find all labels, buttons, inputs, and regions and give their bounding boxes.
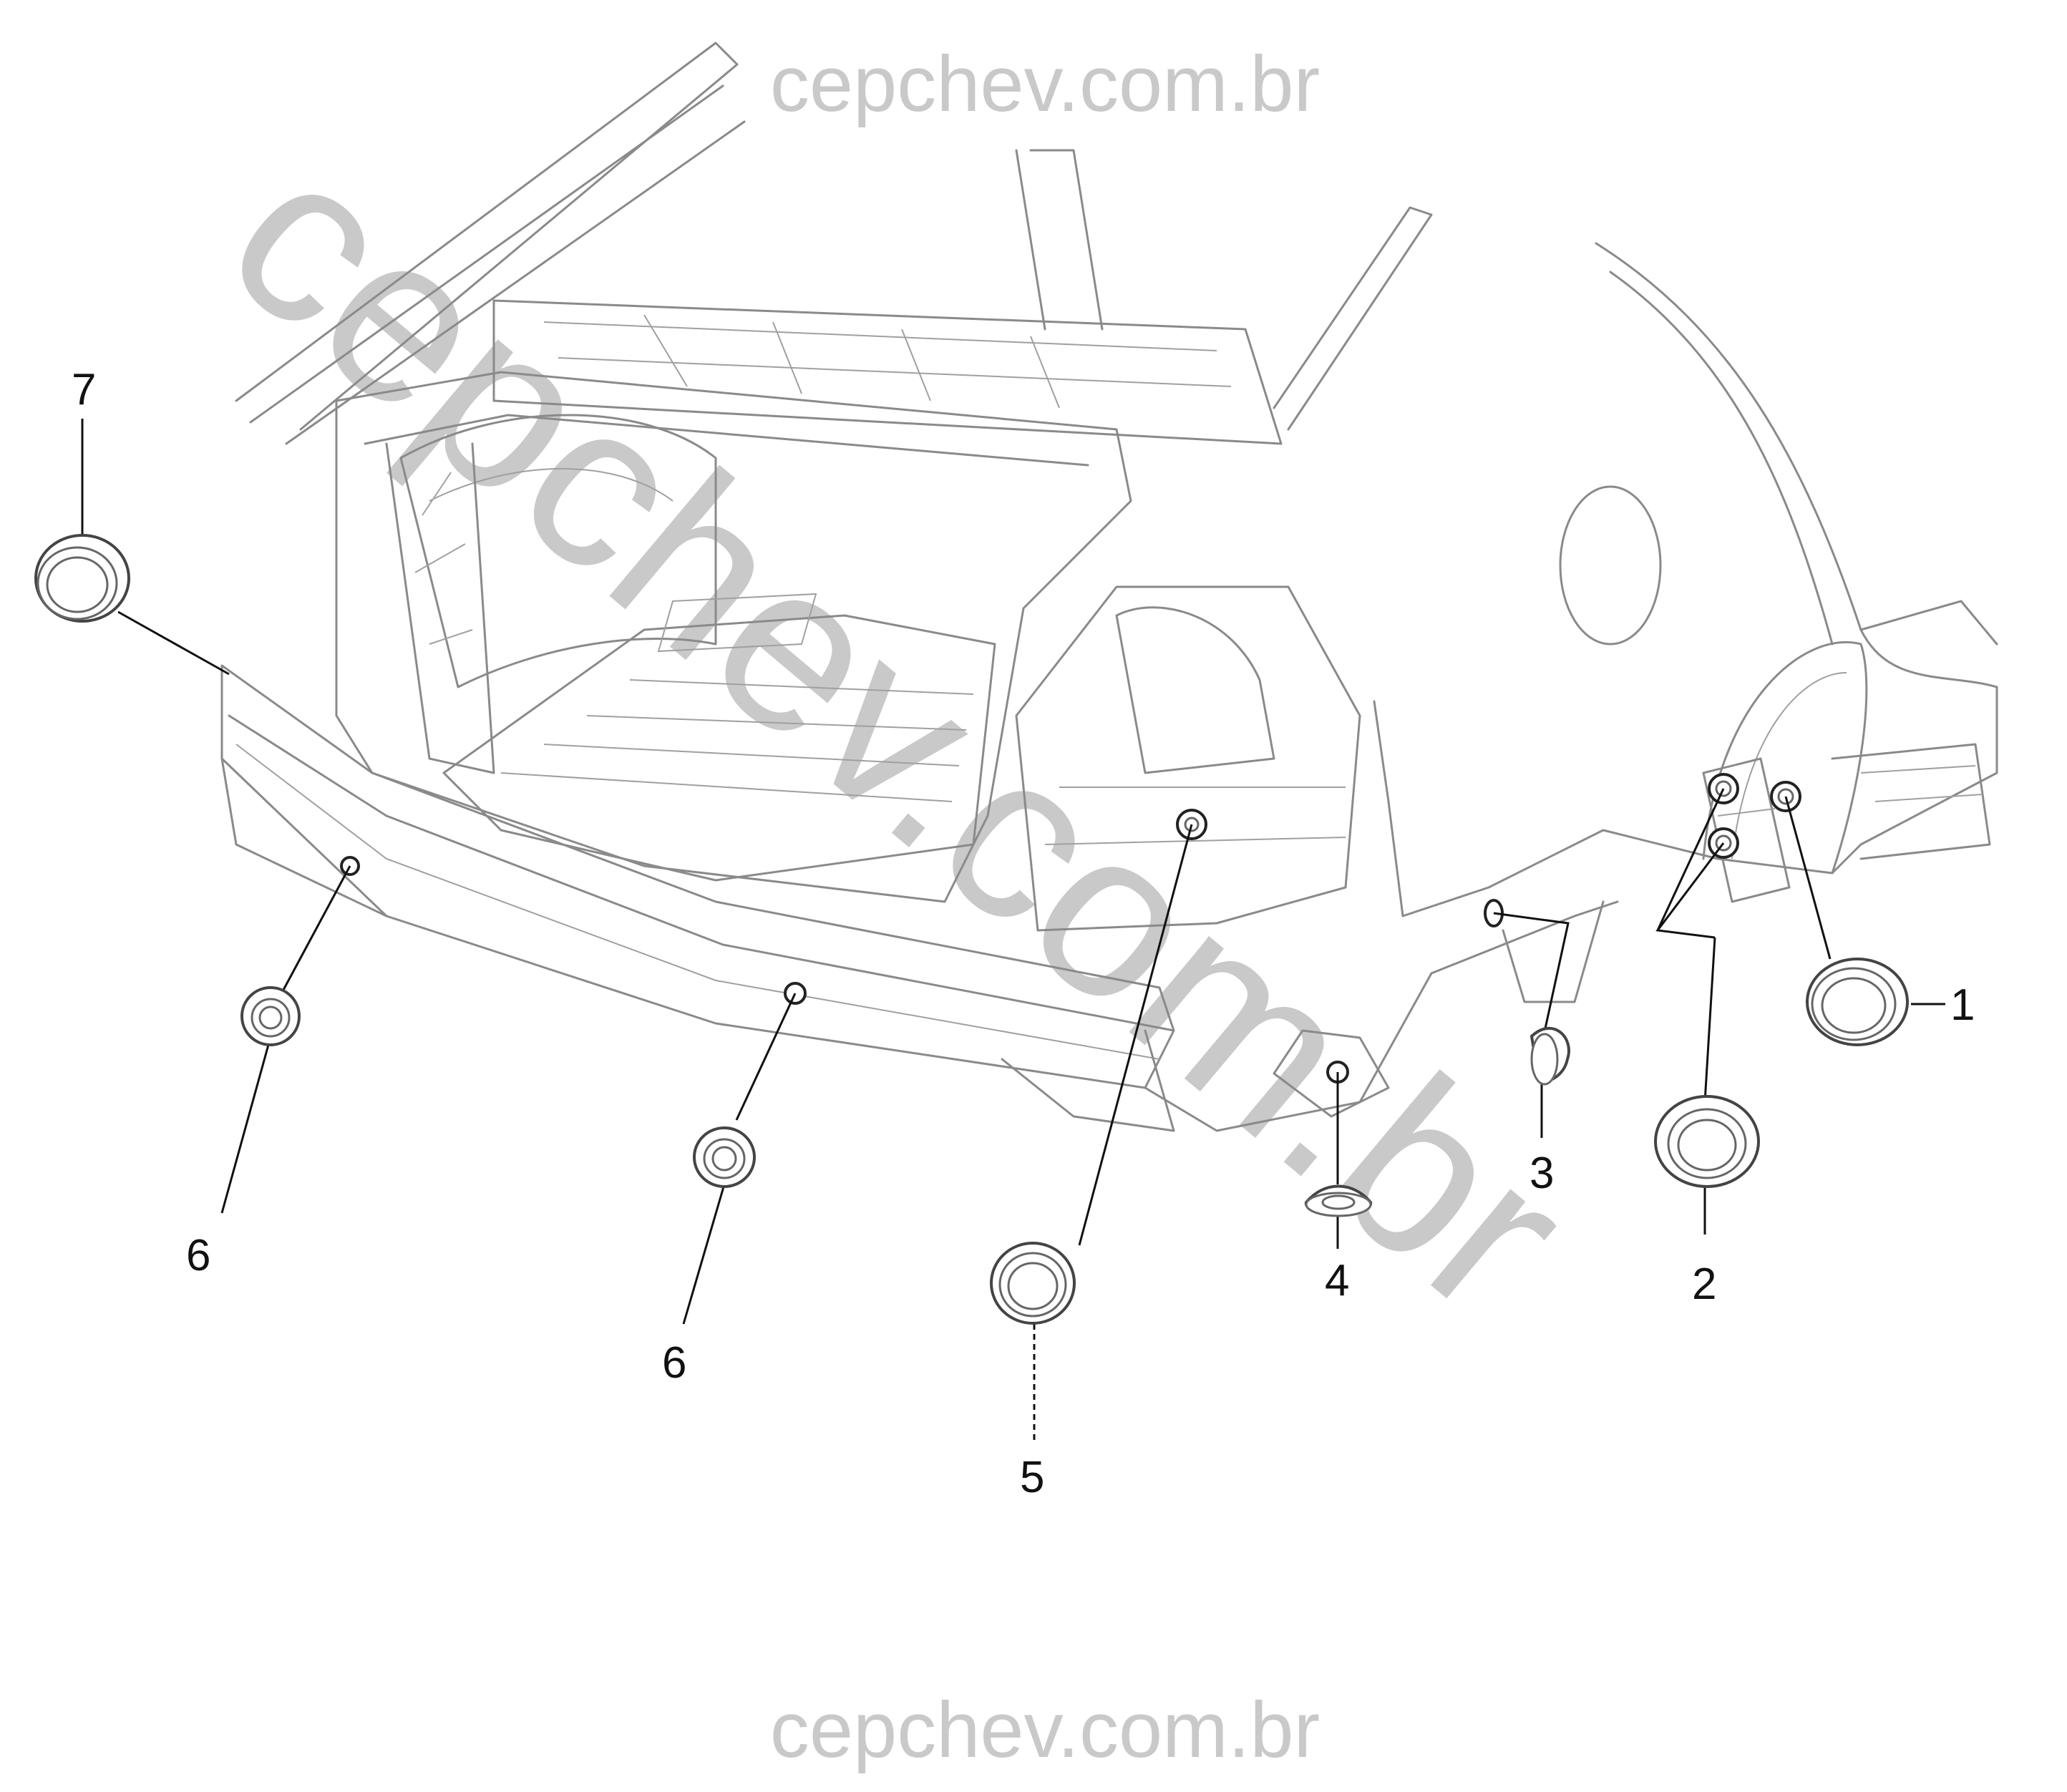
leader-3	[1493, 912, 1570, 1046]
callout-1: 1	[1950, 980, 1975, 1030]
leader-6b	[735, 993, 797, 1121]
watermark-bottom: cepchev.com.br	[770, 1686, 1320, 1774]
leader-2	[1655, 788, 1725, 1103]
part-6-grommet-center	[693, 1126, 756, 1188]
part-7-grommet	[34, 534, 130, 623]
leader-lines	[81, 419, 1945, 1442]
callout-3: 3	[1529, 1149, 1554, 1198]
watermark-top: cepchev.com.br	[770, 40, 1320, 128]
part-3-plug	[1529, 1026, 1570, 1086]
part-5-grommet	[990, 1242, 1076, 1325]
callout-4: 4	[1325, 1256, 1349, 1305]
leader-1	[1784, 796, 1832, 960]
leader-6a	[281, 865, 351, 992]
vehicle-rear-body	[220, 42, 1998, 1132]
callout-6-center: 6	[662, 1338, 686, 1388]
part-6-grommet-left	[240, 986, 301, 1046]
callout-7: 7	[72, 365, 96, 414]
leader-7-low	[117, 610, 230, 676]
leader-6b-low	[682, 1184, 726, 1325]
leader-5	[1078, 824, 1193, 1246]
callout-5: 5	[1020, 1453, 1044, 1502]
callout-2: 2	[1692, 1260, 1716, 1309]
watermark-diagonal: cepchev.com.br	[182, 101, 1616, 1365]
callout-6-left: 6	[186, 1231, 210, 1280]
part-2-grommet	[1654, 1095, 1760, 1188]
part-4-plug	[1305, 1184, 1372, 1217]
part-1-grommet	[1806, 958, 1909, 1046]
leader-6a-low	[220, 1044, 270, 1214]
